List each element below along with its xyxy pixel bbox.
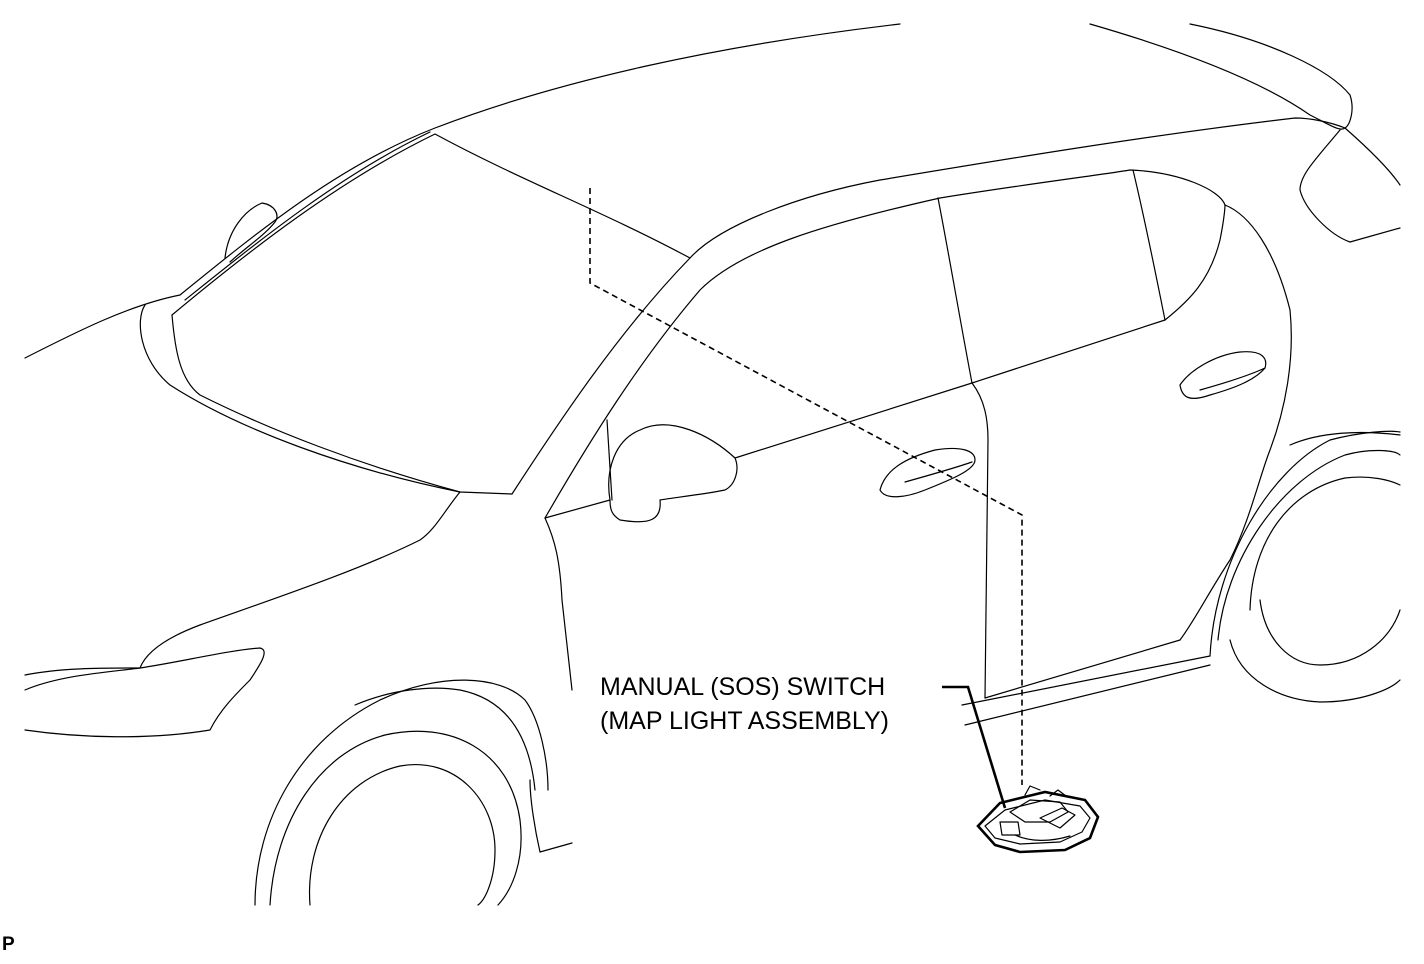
figure-code: P xyxy=(2,934,15,955)
callout-line-2: (MAP LIGHT ASSEMBLY) xyxy=(600,707,889,735)
vehicle-outline xyxy=(24,23,1401,906)
callout-label: MANUAL (SOS) SWITCH (MAP LIGHT ASSEMBLY) xyxy=(600,670,889,738)
callout-leader xyxy=(942,685,1007,809)
location-dashed-lines xyxy=(589,188,1023,785)
map-light-assembly-part xyxy=(976,785,1100,854)
callout-line-1: MANUAL (SOS) SWITCH xyxy=(600,673,886,701)
